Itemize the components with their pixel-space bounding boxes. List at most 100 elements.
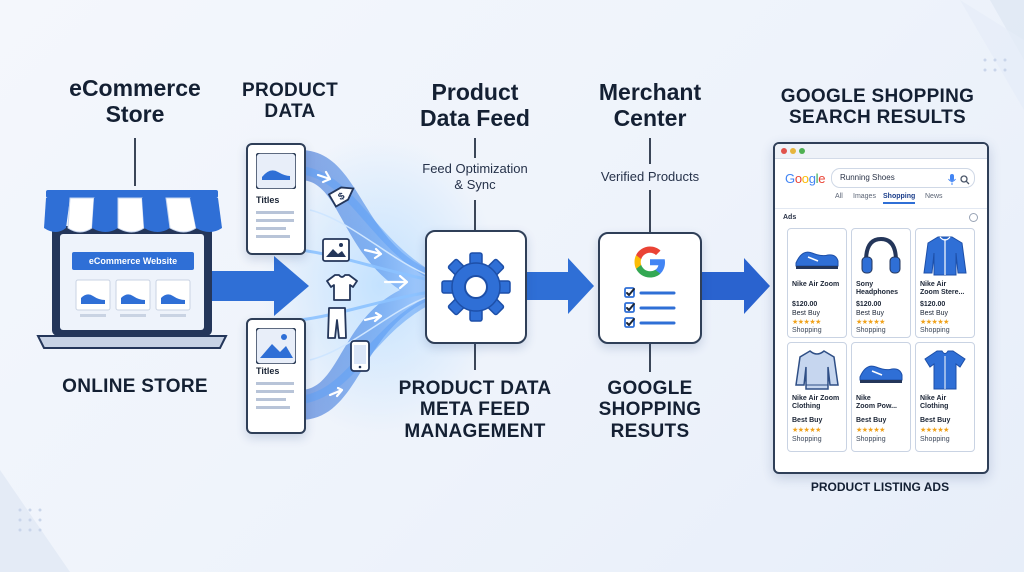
caption-product-listing-ads: PRODUCT LISTING ADS — [810, 480, 950, 494]
feed-optimization-label: Feed Optimization & Sync — [422, 161, 528, 193]
ads-label: Ads — [783, 214, 797, 221]
browser-titlebar — [775, 144, 987, 159]
verified-products-label: Verified Products — [600, 169, 700, 184]
heading-google-shopping-results: GOOGLE SHOPPING SEARCH RESULTS — [780, 86, 975, 129]
shoe-icon — [792, 233, 842, 277]
product-card[interactable]: Nike Zoom Pow... Best Buy ★★★★★ Shopping — [851, 342, 911, 452]
caption-online-store: ONLINE STORE — [62, 376, 208, 397]
browser-window: Google Running Shoes All Images Shopping… — [773, 142, 989, 474]
tshirt-icon — [326, 274, 358, 301]
product-name: Nike Air Zoom — [792, 281, 840, 288]
tab-all[interactable]: All — [835, 193, 843, 200]
svg-text:$: $ — [337, 191, 348, 204]
connector-feed-mid — [474, 200, 476, 230]
jacket-icon — [920, 233, 970, 277]
microphone-icon[interactable] — [948, 172, 956, 190]
connector-merchant-bottom — [649, 342, 651, 372]
product-rating-stars: ★★★★★ — [792, 427, 821, 434]
tab-news[interactable]: News — [925, 193, 943, 200]
store-banner-text: eCommerce Website — [88, 256, 178, 266]
product-store: Best Buy — [856, 417, 887, 424]
info-icon[interactable] — [969, 213, 978, 222]
merchant-center-card — [598, 232, 702, 344]
pants-icon — [327, 307, 347, 339]
arrow-store-to-data — [204, 256, 309, 316]
connector-store — [134, 138, 136, 186]
product-rating-stars: ★★★★★ — [856, 319, 885, 326]
product-rating-stars: ★★★★★ — [920, 427, 949, 434]
tab-images[interactable]: Images — [853, 193, 876, 200]
caption-google-shopping-results: GOOGLE SHOPPING RESUTS — [598, 378, 702, 442]
heading-product-data: PRODUCT DATA — [241, 80, 339, 123]
google-g-icon — [632, 244, 668, 280]
product-shopping-label: Shopping — [856, 327, 886, 334]
arrow-merchant-to-results — [700, 258, 770, 314]
product-shopping-label: Shopping — [920, 327, 950, 334]
search-query-text: Running Shoes — [840, 173, 895, 182]
product-store: Best Buy — [792, 310, 821, 317]
product-data-feed-card — [425, 230, 527, 344]
laptop-store-illustration — [36, 190, 228, 349]
arrow-feed-to-merchant — [526, 258, 594, 314]
product-name: Sony Headphones — [856, 281, 899, 297]
shoe-icon — [256, 153, 296, 189]
product-price: $120.00 — [792, 301, 818, 308]
image-icon — [256, 328, 296, 364]
smartphone-icon — [350, 340, 370, 372]
search-input[interactable]: Running Shoes — [831, 168, 975, 188]
checklist-icon — [624, 287, 676, 328]
headphones-icon — [856, 233, 906, 277]
window-close-dot[interactable] — [781, 148, 787, 154]
product-name: Nike Air Zoom Stere... — [920, 281, 965, 297]
window-minimize-dot[interactable] — [790, 148, 796, 154]
sweater-icon — [792, 347, 842, 391]
heading-merchant-center: Merchant Center — [598, 79, 702, 131]
doc-lines — [256, 211, 294, 238]
picture-icon — [322, 238, 350, 262]
product-price: $120.00 — [856, 301, 882, 308]
product-shopping-label: Shopping — [792, 327, 822, 334]
search-icon[interactable] — [960, 172, 970, 190]
product-store: Best Buy — [792, 417, 823, 424]
connector-merchant-top — [649, 138, 651, 164]
product-name: Nike Air Clothing — [920, 395, 949, 411]
product-rating-stars: ★★★★★ — [856, 427, 885, 434]
connector-feed-bottom — [474, 340, 476, 370]
shoe-icon — [856, 347, 906, 391]
heading-ecommerce-store: eCommerce Store — [69, 75, 201, 127]
price-tag-icon: $ — [327, 186, 355, 208]
product-shopping-label: Shopping — [792, 436, 822, 443]
doc-titles-label: Titles — [256, 366, 280, 376]
heading-product-data-feed: Product Data Feed — [420, 79, 530, 131]
product-name: Nike Air Zoom Clothing — [792, 395, 840, 411]
product-doc-bottom: Titles — [246, 318, 306, 434]
product-doc-top: Titles — [246, 143, 306, 255]
caption-product-data-meta-feed: PRODUCT DATA META FEED MANAGEMENT — [398, 378, 552, 442]
gear-icon — [441, 252, 511, 322]
doc-titles-label: Titles — [256, 195, 280, 205]
product-price: $120.00 — [920, 301, 946, 308]
product-shopping-label: Shopping — [920, 436, 950, 443]
doc-lines — [256, 382, 294, 409]
product-rating-stars: ★★★★★ — [792, 319, 821, 326]
shirt-icon — [920, 347, 970, 391]
product-store: Best Buy — [856, 310, 885, 317]
product-shopping-label: Shopping — [856, 436, 886, 443]
product-name: Nike Zoom Pow... — [856, 395, 897, 411]
connector-merchant-mid — [649, 190, 651, 232]
google-logo: Google — [785, 171, 826, 186]
window-maximize-dot[interactable] — [799, 148, 805, 154]
product-rating-stars: ★★★★★ — [920, 319, 949, 326]
product-store: Best Buy — [920, 417, 951, 424]
connector-feed-top — [474, 138, 476, 158]
product-store: Best Buy — [920, 310, 949, 317]
search-tabs: All Images Shopping News — [835, 193, 975, 207]
tab-shopping[interactable]: Shopping — [883, 193, 916, 204]
